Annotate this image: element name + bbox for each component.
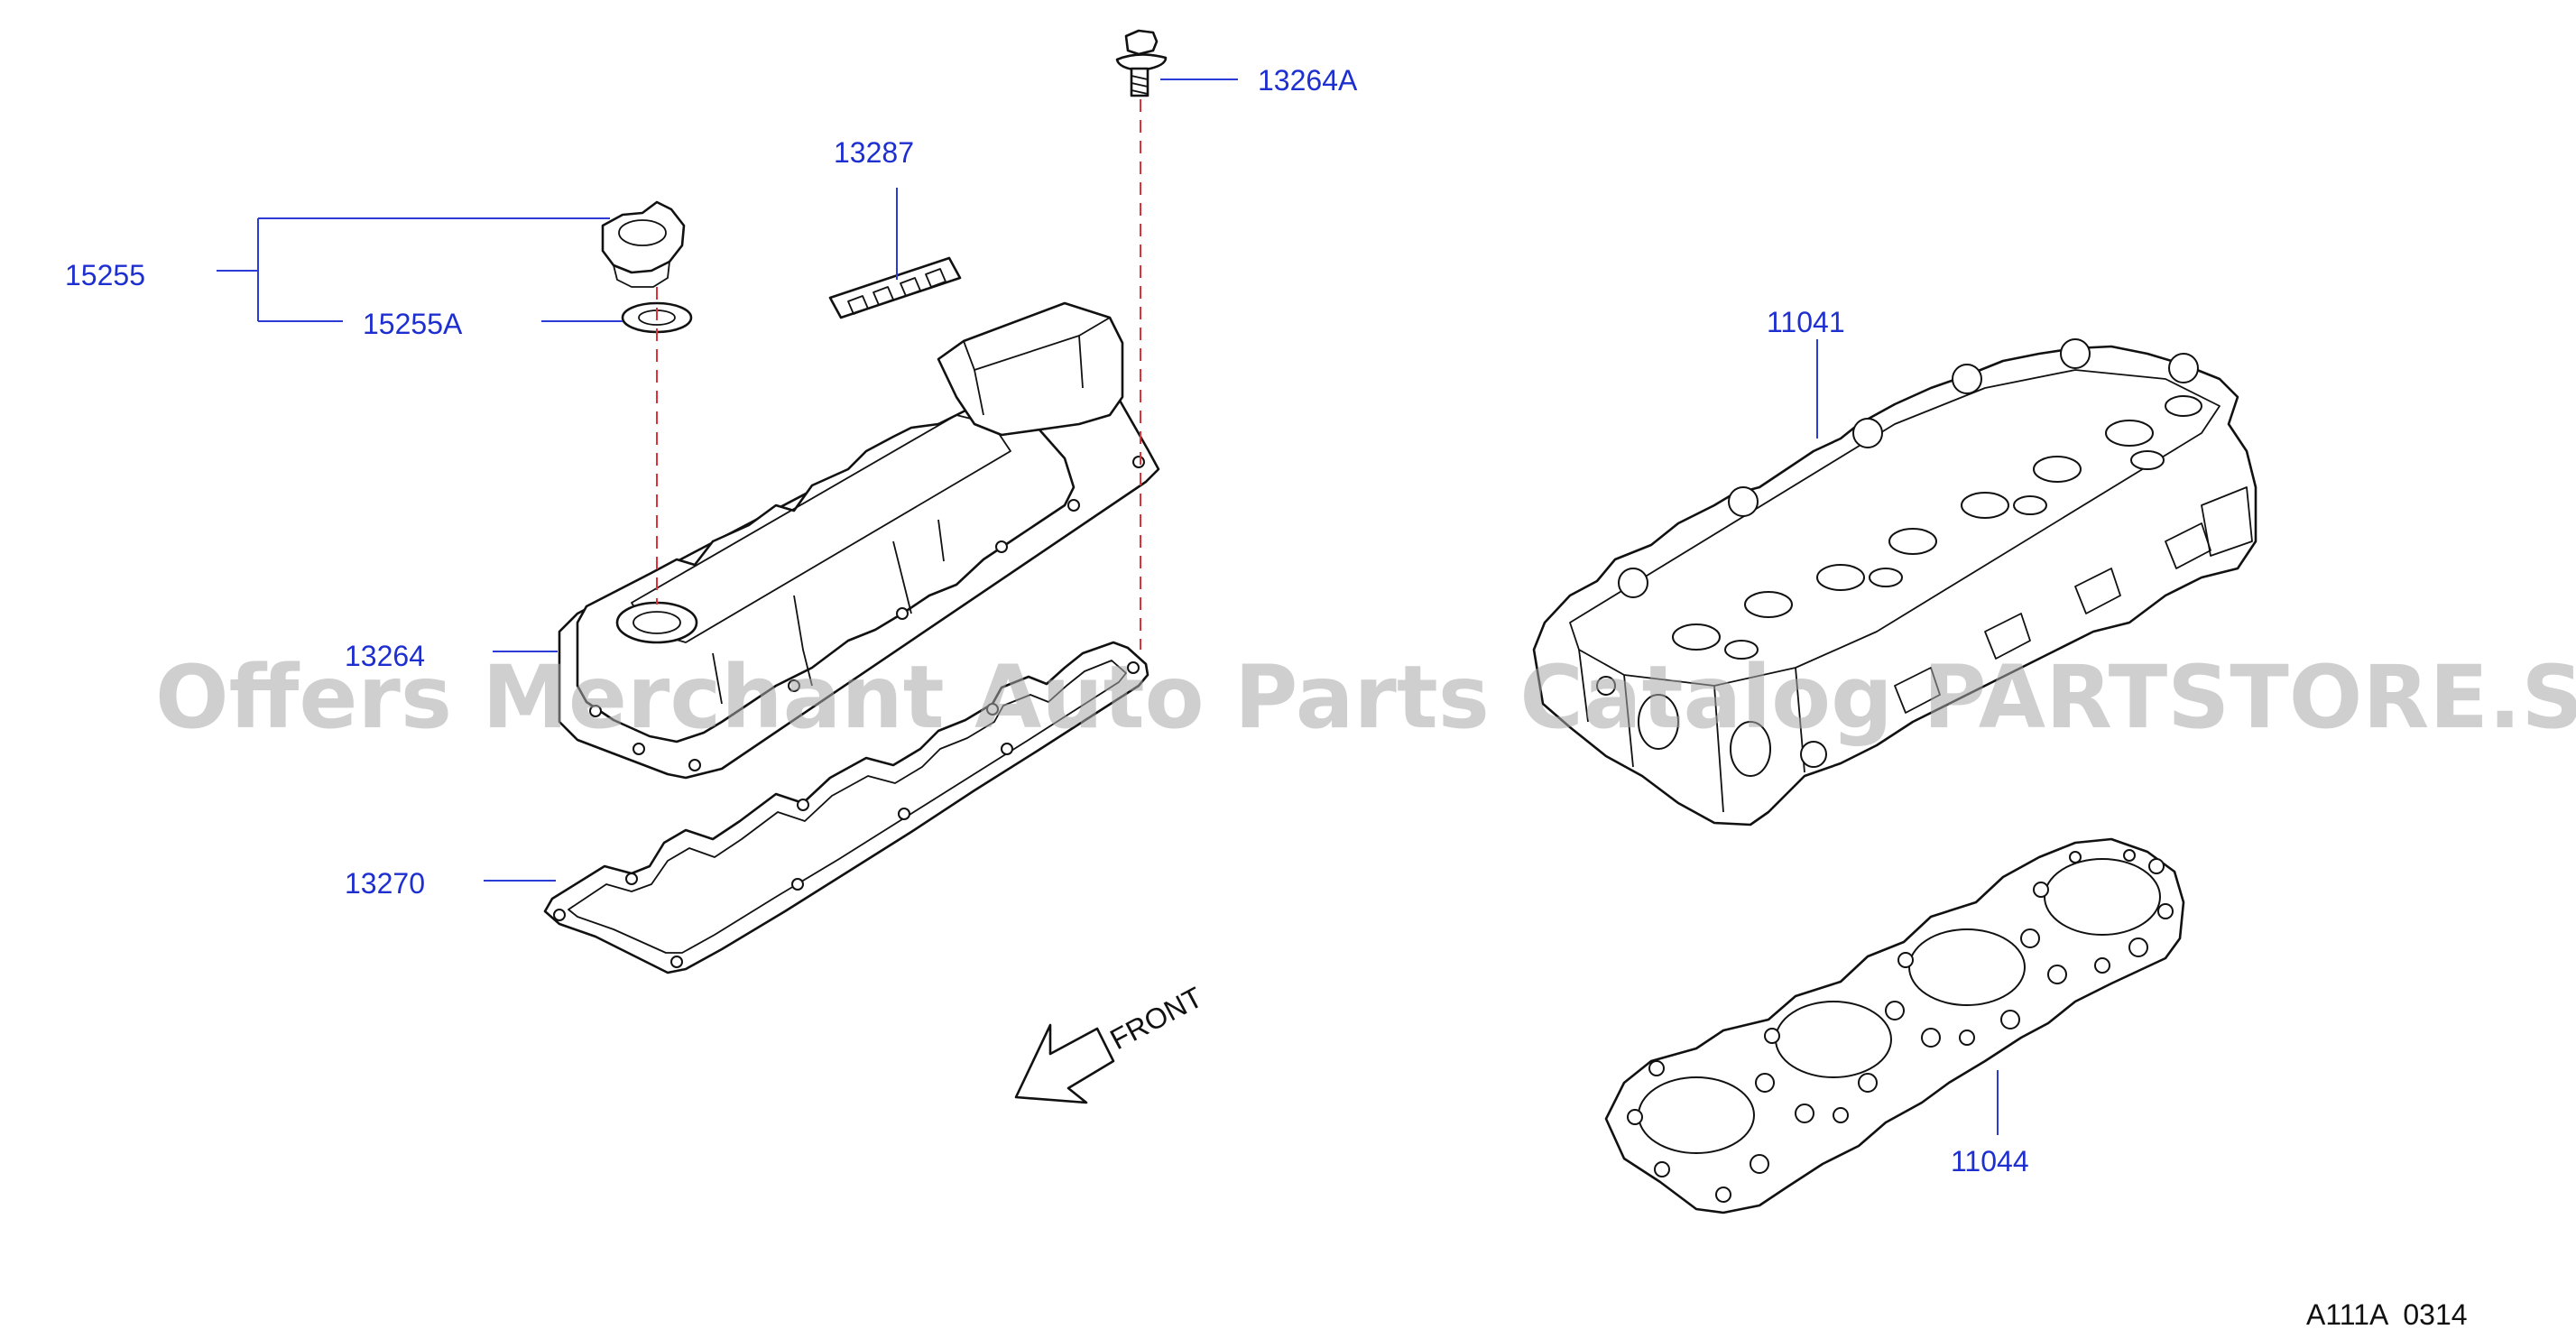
oil-filler-cap[interactable]: [601, 200, 686, 288]
front-arrow: FRONT: [1014, 981, 1208, 1104]
cover-bolt[interactable]: [1115, 29, 1168, 97]
rocker-cover[interactable]: [558, 301, 1160, 780]
label-15255A[interactable]: 15255A: [363, 308, 463, 340]
label-11044[interactable]: 11044: [1951, 1145, 2029, 1177]
cover-gasket[interactable]: [543, 641, 1150, 974]
label-11041[interactable]: 11041: [1767, 306, 1845, 338]
watermark-text: Offers Merchant Auto Parts Catalog PARTS…: [155, 647, 2576, 748]
head-gasket[interactable]: [1604, 837, 2185, 1214]
label-plate[interactable]: [828, 256, 962, 319]
leader-15255: [217, 217, 610, 322]
diagram-code: A111A 0314: [2306, 1298, 2468, 1331]
label-13264[interactable]: 13264: [345, 640, 425, 672]
cylinder-head[interactable]: [1532, 338, 2257, 826]
label-13287[interactable]: 13287: [834, 136, 914, 169]
front-label: FRONT: [1104, 981, 1207, 1057]
label-13270[interactable]: 13270: [345, 867, 425, 900]
label-15255[interactable]: 15255: [65, 259, 145, 291]
label-13264A[interactable]: 13264A: [1258, 64, 1358, 97]
